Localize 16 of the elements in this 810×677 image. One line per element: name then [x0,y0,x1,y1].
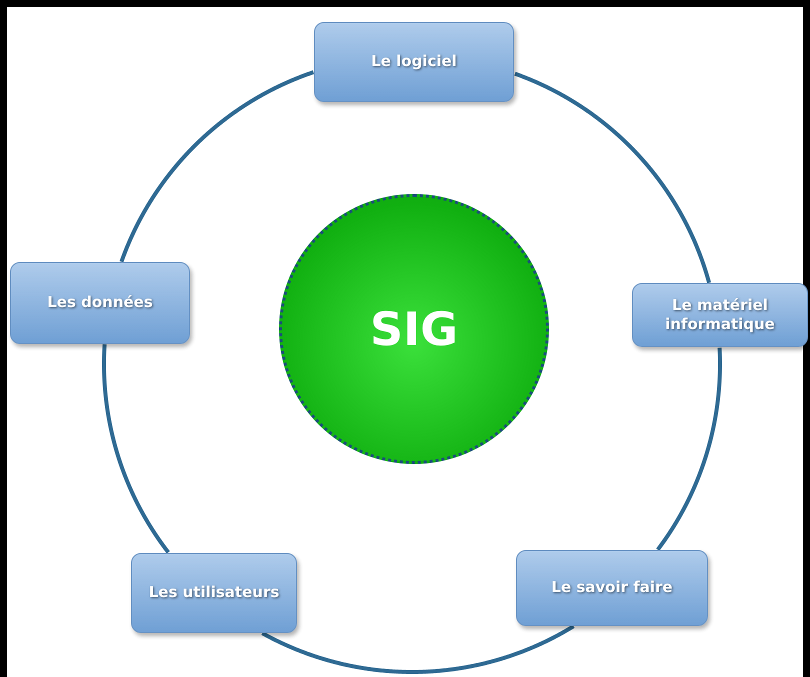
node-label: SIG [370,302,458,356]
node-label: Le savoir faire [550,578,674,598]
connector-arc [656,346,722,552]
connector-arc [102,343,170,554]
connector-arc [261,624,575,674]
rounded-box [314,22,514,102]
rounded-box [632,283,808,347]
node-label: Les données [46,293,154,313]
node-label: Les utilisateurs [148,583,280,603]
connector-arc [120,70,314,263]
rounded-box [516,550,708,626]
rounded-box [10,262,190,344]
node-label: Le matériel informatique [664,296,776,334]
connector-arc [514,72,712,284]
rounded-box [131,553,297,633]
node-label: Le logiciel [370,52,458,72]
